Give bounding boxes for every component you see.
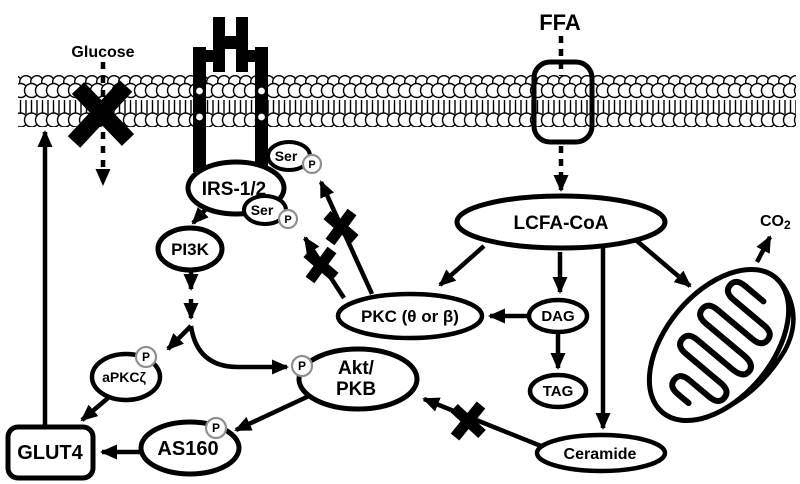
akt-label-line2: PKB [336,379,376,400]
akt-to-as160-arrow [234,393,310,433]
apkc-p-label: P [142,350,150,364]
insulin-receptor-icon [193,17,268,172]
mitochondrion-icon [646,266,796,424]
mitochondrion-to-co2-arrow [755,235,772,264]
ser1-label: Ser [275,148,298,164]
lcfa-label: LCFA-CoA [514,213,609,234]
apkc-label: aPKCζ [102,369,146,385]
lcfa-to-mitochondrion-arrow [635,239,692,288]
plasma-membrane [18,75,796,127]
pi3k-to-akt-arrow [188,325,289,375]
inhibition-marks [67,80,486,441]
ser2-block-x-icon [303,246,339,284]
akt-node [296,346,420,412]
as160-label: AS160 [157,438,218,460]
pi3k-node [155,225,225,273]
ser1-p-badge [301,153,323,175]
tag-label: TAG [543,383,574,400]
akt-p-badge [290,354,314,378]
pkc-label: PKC (θ or β) [361,307,459,326]
tag-node [527,372,589,410]
ser2-p-label: P [284,214,291,226]
co2-label: CO2 [760,213,791,232]
dag-node [526,297,590,335]
irs-label: IRS-1/2 [202,179,266,200]
ceramide-label: Ceramide [564,446,637,463]
apkc-to-glut4-arrow [80,396,110,422]
phospho-badges [134,153,323,440]
glut4-node [5,424,96,481]
glucose-label: Glucose [71,44,134,61]
dag-label: DAG [541,308,574,325]
akt-label-line1: Akt/ [338,358,375,379]
ceramide-block-x-icon [450,401,486,441]
ser2-label: Ser [251,202,274,218]
as160-p-badge [204,416,228,440]
ceramide-node [534,432,668,474]
co2-main: CO [760,213,784,230]
ser1-block-x-icon [323,208,359,246]
co2-sub: 2 [784,218,791,232]
pkc-node [335,291,485,341]
pi3k-to-apkc-arrow [166,324,193,351]
akt-p-label: P [298,359,306,373]
glut4-label: GLUT4 [17,442,83,464]
ffa-label: FFA [539,10,581,35]
apkc-p-badge [134,345,158,369]
ceramide-to-akt-arrow [422,396,542,449]
pi3k-label: PI3K [171,240,210,259]
ser2-p-badge [277,208,299,230]
as160-p-label: P [212,421,220,435]
glucose-block-x-icon [67,80,135,148]
lcfa-node [454,193,668,251]
ser1-p-label: P [308,159,315,171]
lcfa-to-pkc-arrow [438,244,486,287]
